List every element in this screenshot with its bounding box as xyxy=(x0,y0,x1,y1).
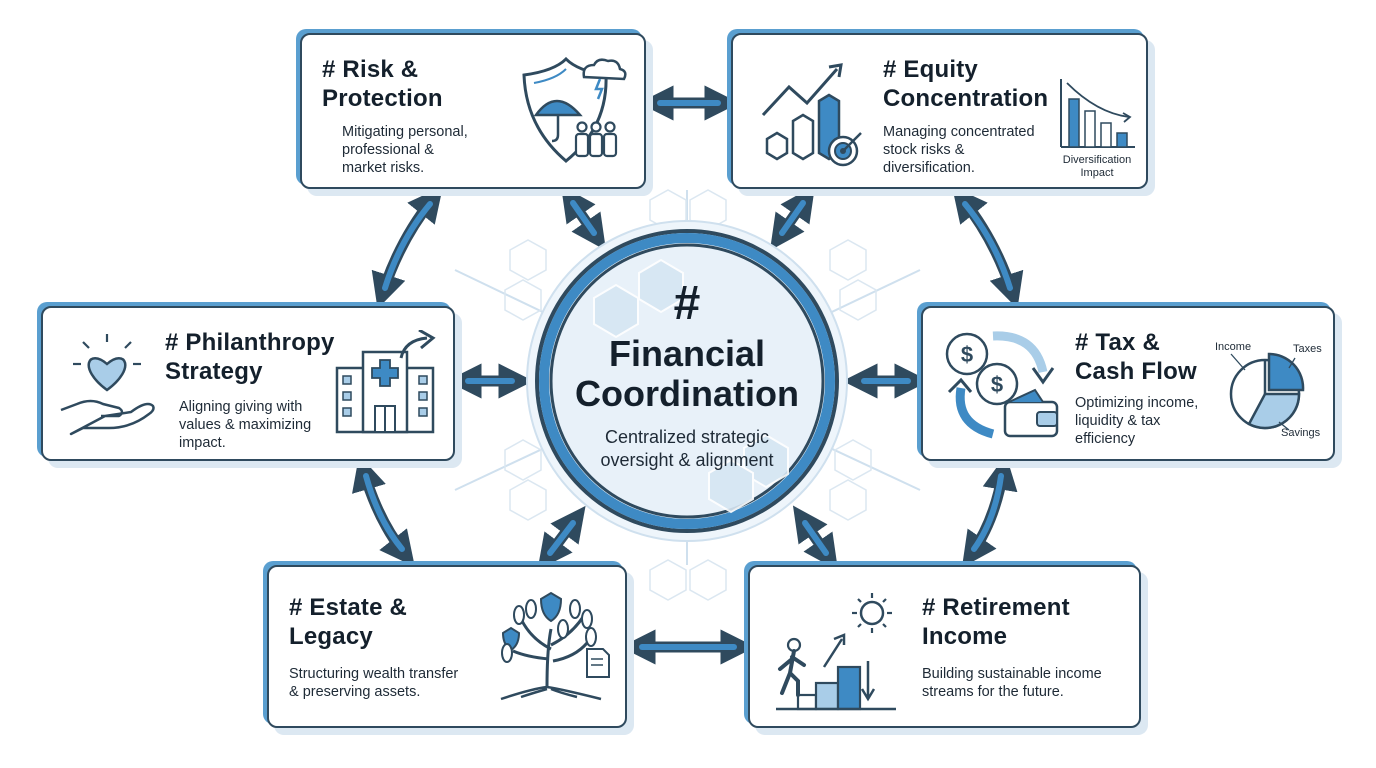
card-tax-cash-flow[interactable]: # Tax & Cash Flow Optimizing income, liq… xyxy=(921,306,1335,461)
card-title: # Equity Concentration xyxy=(883,56,1049,112)
pie-label-taxes: Taxes xyxy=(1293,343,1322,355)
card-risk-protection[interactable]: # Risk & Protection Mitigating personal,… xyxy=(300,33,646,189)
hub-hash: # xyxy=(673,277,701,330)
card-description: Aligning giving with values & maximizing… xyxy=(179,399,312,451)
card-title: # Tax & Cash Flow xyxy=(1075,329,1197,385)
svg-text:$: $ xyxy=(961,342,973,367)
shield-umbrella-icon xyxy=(522,57,627,163)
hub-ring xyxy=(526,220,848,542)
arrow-hub-retirement xyxy=(792,505,839,571)
svg-text:$: $ xyxy=(991,372,1003,397)
arrow-hub-estate xyxy=(537,505,586,571)
diversification-label: Diversification xyxy=(1063,154,1131,166)
card-description: Optimizing income, liquidity & tax effic… xyxy=(1075,395,1199,447)
arrow-tax-retirement xyxy=(961,454,1018,568)
arrow-phil-estate xyxy=(352,455,415,567)
pie-label-savings: Savings xyxy=(1281,427,1321,439)
growth-chart-target-icon xyxy=(761,63,862,167)
impact-label: Impact xyxy=(1080,167,1113,179)
card-estate-legacy[interactable]: # Estate & Legacy Structuring wealth tra… xyxy=(267,565,627,728)
stairs-sun-icon xyxy=(776,593,896,711)
arrow-equity-tax xyxy=(952,186,1024,309)
hub-title: Financial Coordination xyxy=(575,333,799,414)
card-retirement-income[interactable]: # Retirement Income Building sustainable… xyxy=(748,565,1141,728)
tax-pie-chart: Income Taxes Savings xyxy=(1215,341,1322,439)
hub-circle: # Financial Coordination Centralized str… xyxy=(524,218,850,544)
card-equity-concentration[interactable]: # Equity Concentration Managing concentr… xyxy=(731,33,1148,189)
card-title: # Estate & Legacy xyxy=(289,594,408,650)
card-title: # Risk & Protection xyxy=(322,56,443,112)
arrow-risk-phil xyxy=(371,186,443,309)
pie-label-income: Income xyxy=(1215,341,1251,353)
card-description: Building sustainable income streams for … xyxy=(922,666,1102,700)
card-description: Mitigating personal, professional & mark… xyxy=(342,124,468,176)
hub-subtitle: Centralized strategic oversight & alignm… xyxy=(600,427,774,470)
hospital-building-icon xyxy=(335,330,436,434)
diversification-chart: Diversification Impact xyxy=(1060,79,1135,179)
double-arrows xyxy=(352,85,1024,665)
arrow-equity-hub xyxy=(769,185,816,251)
arrow-risk-hub xyxy=(560,185,607,251)
heart-hand-icon xyxy=(60,334,155,436)
card-philanthropy-strategy[interactable]: # Philanthropy Strategy Aligning giving … xyxy=(41,306,455,461)
card-title: # Philanthropy Strategy xyxy=(165,329,335,385)
card-description: Managing concentrated stock risks & dive… xyxy=(883,124,1035,176)
cash-cycle-wallet-icon: $ $ xyxy=(945,331,1059,439)
card-title: # Retirement Income xyxy=(922,594,1070,650)
tree-shield-icon xyxy=(500,591,610,701)
card-description: Structuring wealth transfer & preserving… xyxy=(289,666,459,700)
